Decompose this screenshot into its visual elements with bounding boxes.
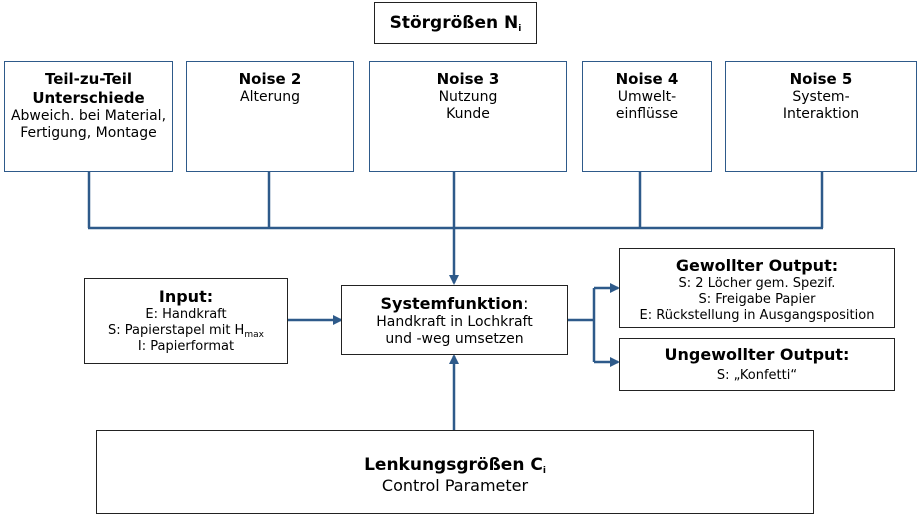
- noise-box-part-to-part: Teil-zu-Teil Unterschiede Abweich. bei M…: [4, 61, 173, 172]
- control-parameter-box: Lenkungsgrößen Ci Control Parameter: [96, 430, 814, 514]
- system-function-box: Systemfunktion: Handkraft in Lochkraft u…: [341, 285, 568, 355]
- unwanted-output-box: Ungewollter Output: S: „Konfetti“: [619, 338, 895, 391]
- input-box: Input: E: Handkraft S: Papierstapel mit …: [84, 278, 288, 364]
- wanted-output-box: Gewollter Output: S: 2 Löcher gem. Spezi…: [619, 248, 895, 328]
- noise-box-4: Noise 4 Umwelt- einflüsse: [582, 61, 712, 172]
- noise-box-5: Noise 5 System- Interaktion: [725, 61, 917, 172]
- noise-factors-title: Störgrößen Ni: [374, 2, 537, 44]
- noise-box-3: Noise 3 Nutzung Kunde: [369, 61, 567, 172]
- noise-box-2: Noise 2 Alterung: [186, 61, 354, 172]
